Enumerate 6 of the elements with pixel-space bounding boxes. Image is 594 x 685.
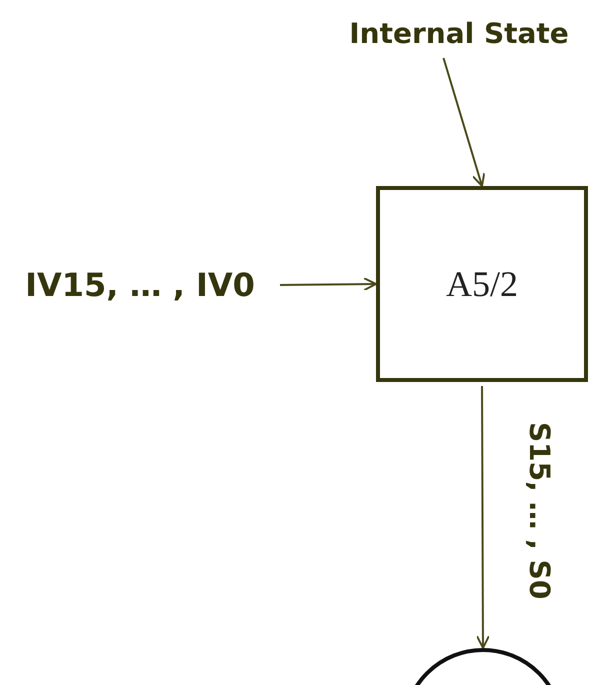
input-label: Internal State bbox=[349, 16, 569, 50]
process-box: A5/2 bbox=[376, 186, 588, 382]
arrow bbox=[476, 386, 490, 649]
input-label: IV15, … , IV0 bbox=[25, 266, 255, 304]
arrow bbox=[442, 58, 486, 187]
arrow bbox=[280, 277, 377, 292]
